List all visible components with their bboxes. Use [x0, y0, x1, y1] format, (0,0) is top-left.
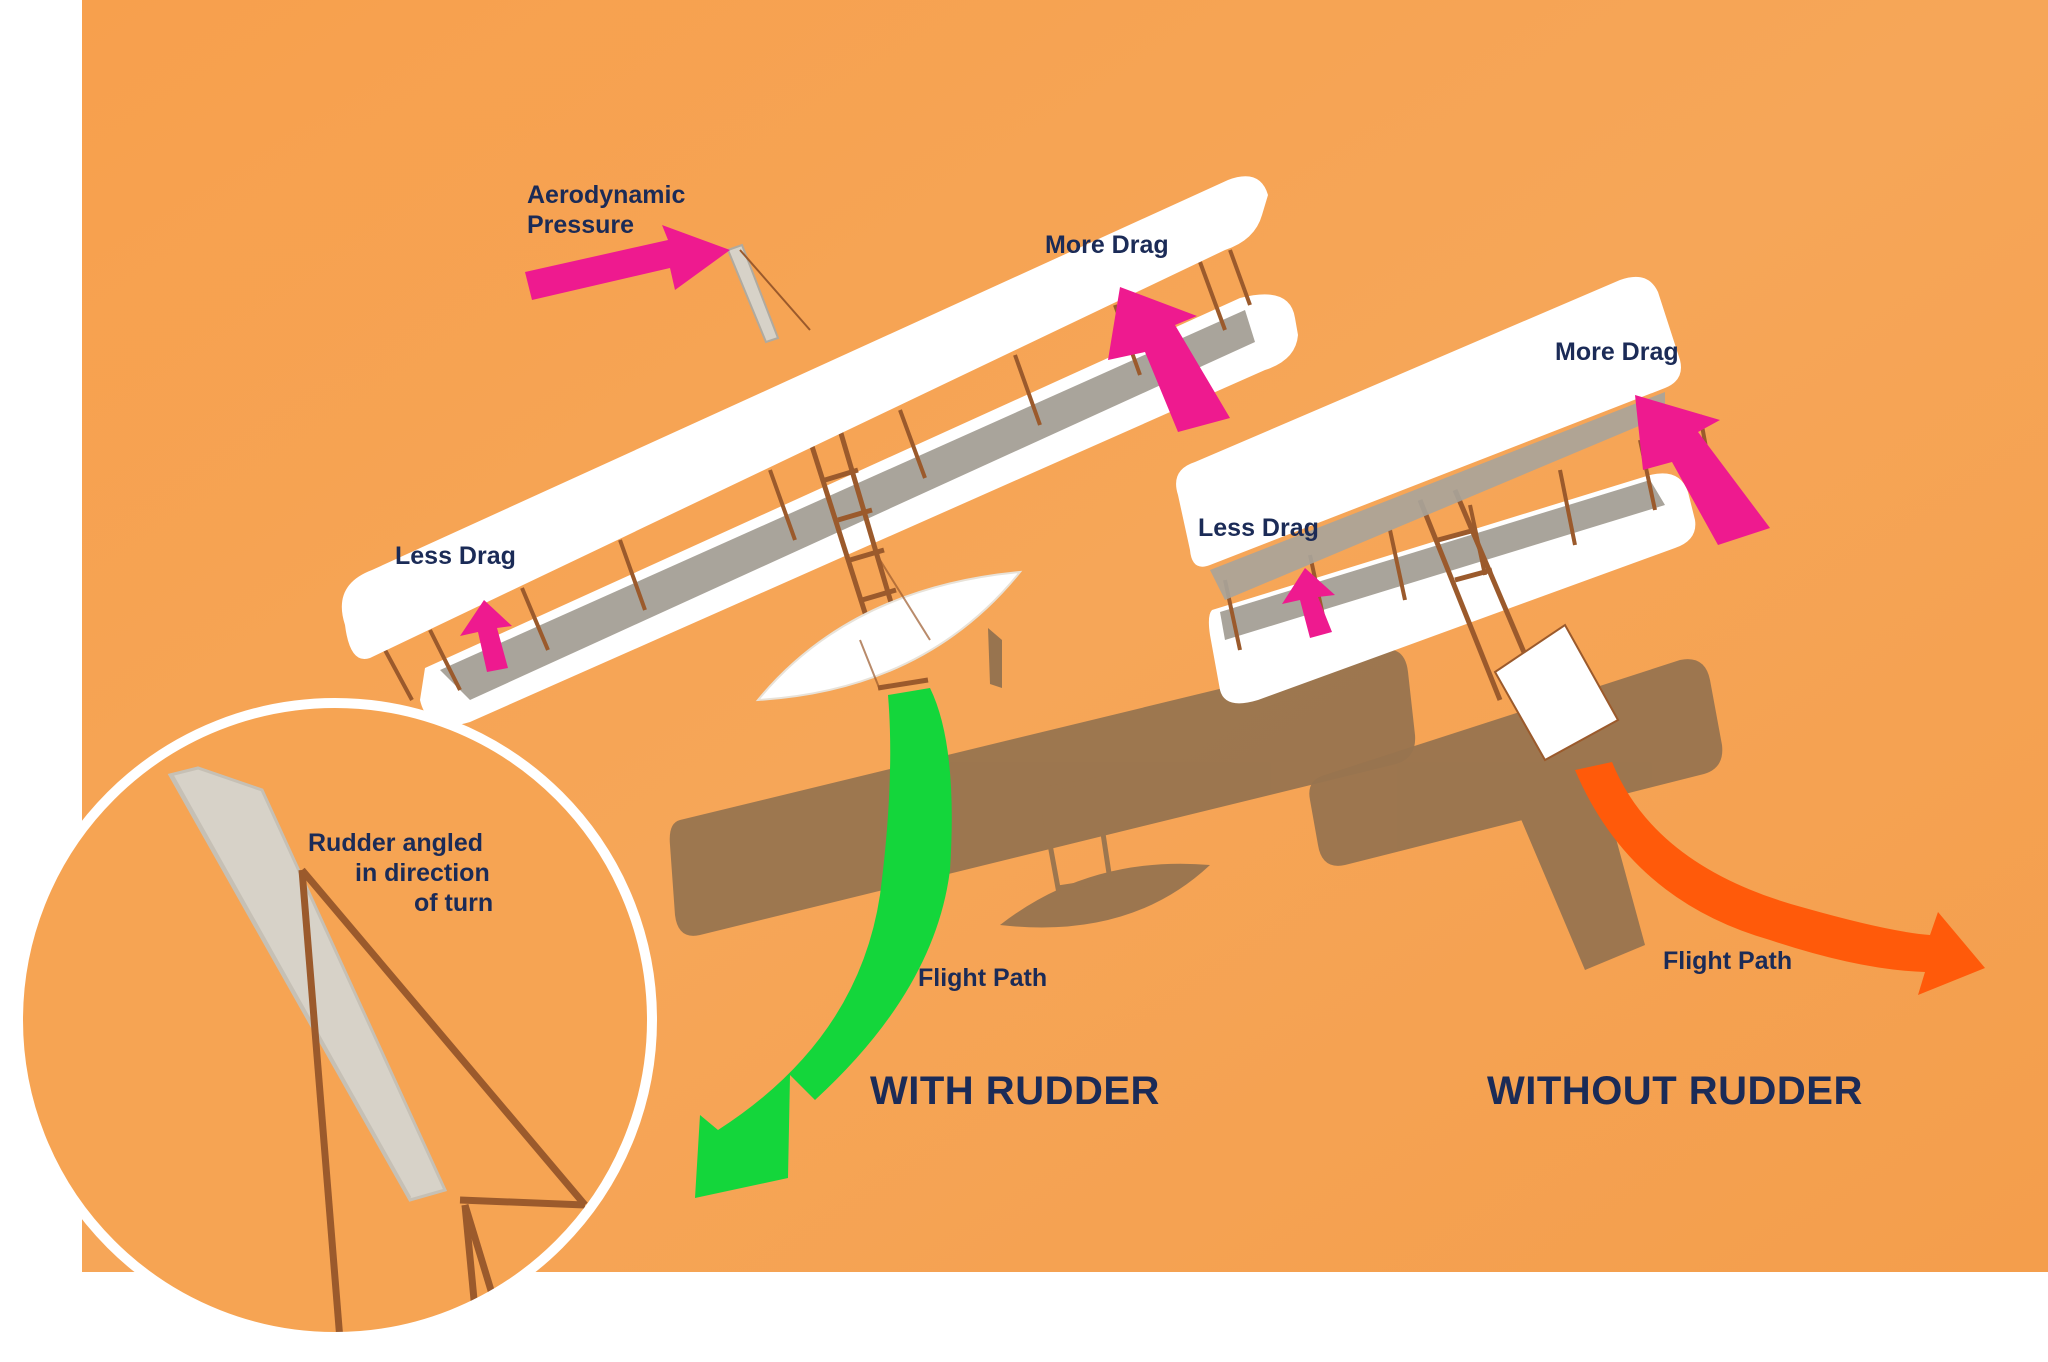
right-upper-wing: [1176, 276, 1681, 567]
left-plane-shadow: [669, 649, 1416, 936]
rudder-note-line1: Rudder angled: [308, 829, 484, 857]
left-more-drag-label: More Drag: [1045, 231, 1169, 259]
left-more-drag-arrow: [1108, 287, 1230, 432]
with-rudder-title: WITH RUDDER: [870, 1069, 1160, 1113]
right-flight-path-label: Flight Path: [1663, 947, 1793, 975]
rudder-note-line3: of turn: [414, 889, 494, 917]
right-less-drag-arrow: [1282, 568, 1335, 638]
left-less-drag-label: Less Drag: [395, 542, 516, 570]
right-more-drag-arrow: [1635, 395, 1770, 545]
aerodynamic-pressure-label-line2: Pressure: [527, 211, 635, 239]
left-elevator: [755, 570, 1023, 702]
with-rudder-flight-path-arrow: [695, 688, 952, 1198]
right-more-drag-label: More Drag: [1555, 338, 1679, 366]
left-biplane: [341, 176, 1298, 726]
without-rudder-title: WITHOUT RUDDER: [1487, 1069, 1863, 1113]
rudder-note-line2: in direction: [355, 859, 490, 887]
right-less-drag-label: Less Drag: [1198, 514, 1319, 542]
without-rudder-flight-path-arrow: [1575, 762, 1985, 995]
rudder-closeup-inset: [13, 698, 657, 1342]
right-biplane: [1176, 276, 1714, 762]
right-elevator: [1493, 623, 1620, 762]
left-flight-path-label: Flight Path: [918, 964, 1048, 992]
left-less-drag-arrow: [460, 600, 512, 672]
left-upper-wing: [341, 176, 1269, 660]
left-rudder: [726, 243, 780, 344]
aerodynamic-pressure-arrow: [525, 225, 730, 300]
drag-arrows: [460, 225, 1770, 672]
aerodynamic-pressure-label-line1: Aerodynamic: [527, 181, 686, 209]
